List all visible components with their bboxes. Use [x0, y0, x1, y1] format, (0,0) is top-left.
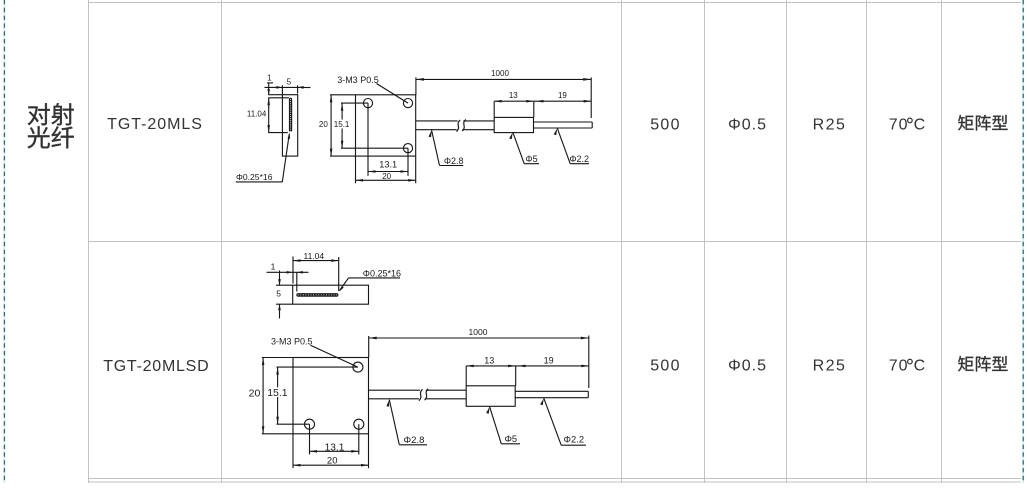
svg-text:1: 1: [271, 262, 276, 272]
svg-text:11.04: 11.04: [247, 110, 267, 119]
svg-text:Φ0.5: Φ0.5: [728, 116, 767, 133]
svg-text:19: 19: [544, 356, 554, 366]
svg-text:Φ5: Φ5: [504, 433, 517, 444]
svg-text:Φ2.2: Φ2.2: [564, 433, 585, 444]
svg-text:13: 13: [484, 356, 494, 366]
svg-text:15.1: 15.1: [334, 120, 350, 129]
svg-text:5: 5: [276, 289, 281, 299]
svg-text:11.04: 11.04: [303, 251, 324, 261]
svg-text:TGT-20MLSD: TGT-20MLSD: [103, 358, 209, 375]
svg-text:13: 13: [509, 91, 518, 100]
svg-text:19: 19: [558, 91, 567, 100]
svg-text:3-M3 P0.5: 3-M3 P0.5: [337, 75, 379, 85]
svg-text:13.1: 13.1: [325, 442, 345, 453]
svg-text:70: 70: [889, 358, 909, 375]
svg-text:Φ2.2: Φ2.2: [569, 154, 589, 164]
svg-text:Φ0.25*16: Φ0.25*16: [236, 172, 273, 182]
svg-text:Φ5: Φ5: [525, 154, 537, 164]
svg-text:Φ0.5: Φ0.5: [728, 358, 767, 375]
svg-text:20: 20: [382, 172, 391, 181]
svg-text:C: C: [914, 116, 926, 133]
svg-text:Φ0.25*16: Φ0.25*16: [363, 269, 401, 279]
svg-text:20: 20: [249, 387, 261, 399]
svg-text:500: 500: [650, 358, 681, 375]
svg-text:TGT-20MLS: TGT-20MLS: [107, 116, 203, 133]
svg-text:20: 20: [319, 120, 328, 129]
svg-text:70: 70: [889, 116, 909, 133]
svg-text:13.1: 13.1: [379, 159, 397, 169]
svg-text:5: 5: [287, 78, 292, 87]
svg-text:500: 500: [650, 116, 681, 133]
svg-text:1000: 1000: [469, 327, 488, 337]
svg-text:Φ2.8: Φ2.8: [444, 156, 464, 166]
svg-text:1: 1: [267, 73, 272, 82]
svg-text:Φ2.8: Φ2.8: [404, 435, 425, 446]
svg-text:R25: R25: [813, 358, 847, 375]
svg-text:C: C: [914, 358, 926, 375]
svg-text:1000: 1000: [491, 69, 509, 78]
svg-text:20: 20: [327, 456, 338, 467]
svg-text:3-M3 P0.5: 3-M3 P0.5: [271, 337, 313, 347]
svg-text:R25: R25: [813, 116, 847, 133]
svg-text:15.1: 15.1: [267, 387, 288, 399]
